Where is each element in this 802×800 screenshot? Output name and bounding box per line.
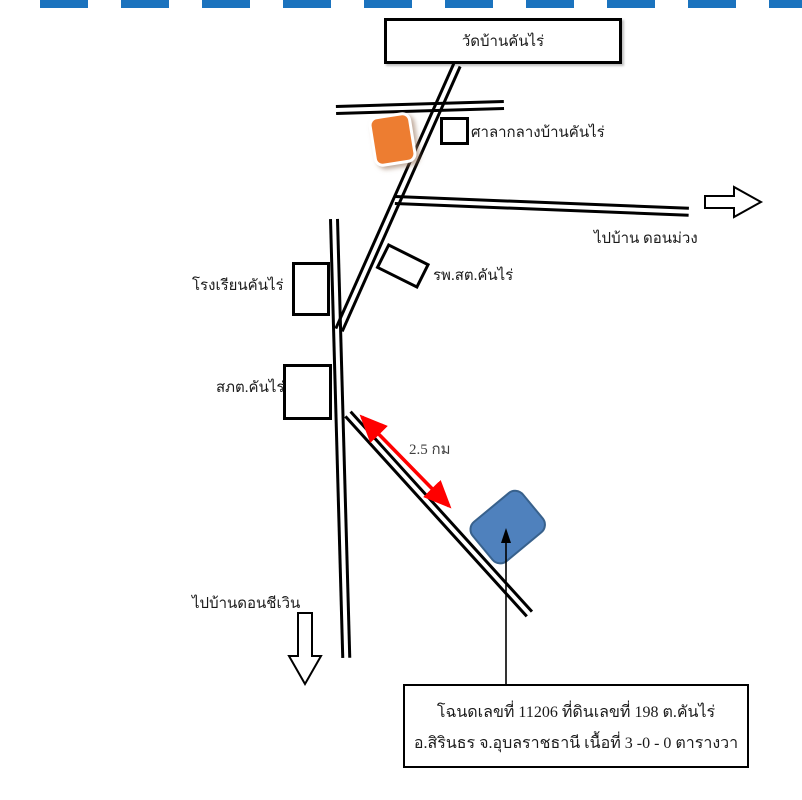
deed-line-2: อ.สิรินธร จ.อุบลราชธานี เนื้อที่ 3 -0 - … xyxy=(413,735,739,752)
school-box xyxy=(292,262,330,316)
direction-label-south: ไปบ้านดอนชีเวิน xyxy=(192,596,301,612)
direction-arrow-east-icon xyxy=(704,185,764,219)
deed-info-box: โฉนดเลขที่ 11206 ที่ดินเลขที่ 198 ต.คันไ… xyxy=(403,684,749,768)
temple-label: วัดบ้านคันไร่ xyxy=(461,34,545,50)
village-hall-box xyxy=(440,117,469,145)
road-east-to-don-muang xyxy=(394,195,689,217)
orange-building-marker xyxy=(367,110,418,169)
road-top-horizontal xyxy=(335,100,505,115)
police-station-box xyxy=(283,364,332,420)
distance-label: 2.5 กม xyxy=(409,442,451,458)
health-station-label: รพ.สต.คันไร่ xyxy=(433,268,514,284)
direction-label-east: ไปบ้าน ดอนม่วง xyxy=(594,231,698,247)
police-station-label: สภต.คันไร่ xyxy=(216,380,285,396)
direction-arrow-south-icon xyxy=(287,612,323,687)
deed-line-1: โฉนดเลขที่ 11206 ที่ดินเลขที่ 198 ต.คันไ… xyxy=(436,704,716,721)
health-station-box xyxy=(375,243,431,290)
blue-dashed-border xyxy=(40,0,802,8)
temple-box: วัดบ้านคันไร่ xyxy=(384,18,622,64)
road-main-vertical xyxy=(329,218,352,658)
distance-arrow xyxy=(359,414,452,509)
school-label: โรงเรียนคันไร่ xyxy=(192,278,284,294)
village-hall-label: ศาลากลางบ้านคันไร่ xyxy=(471,125,605,141)
